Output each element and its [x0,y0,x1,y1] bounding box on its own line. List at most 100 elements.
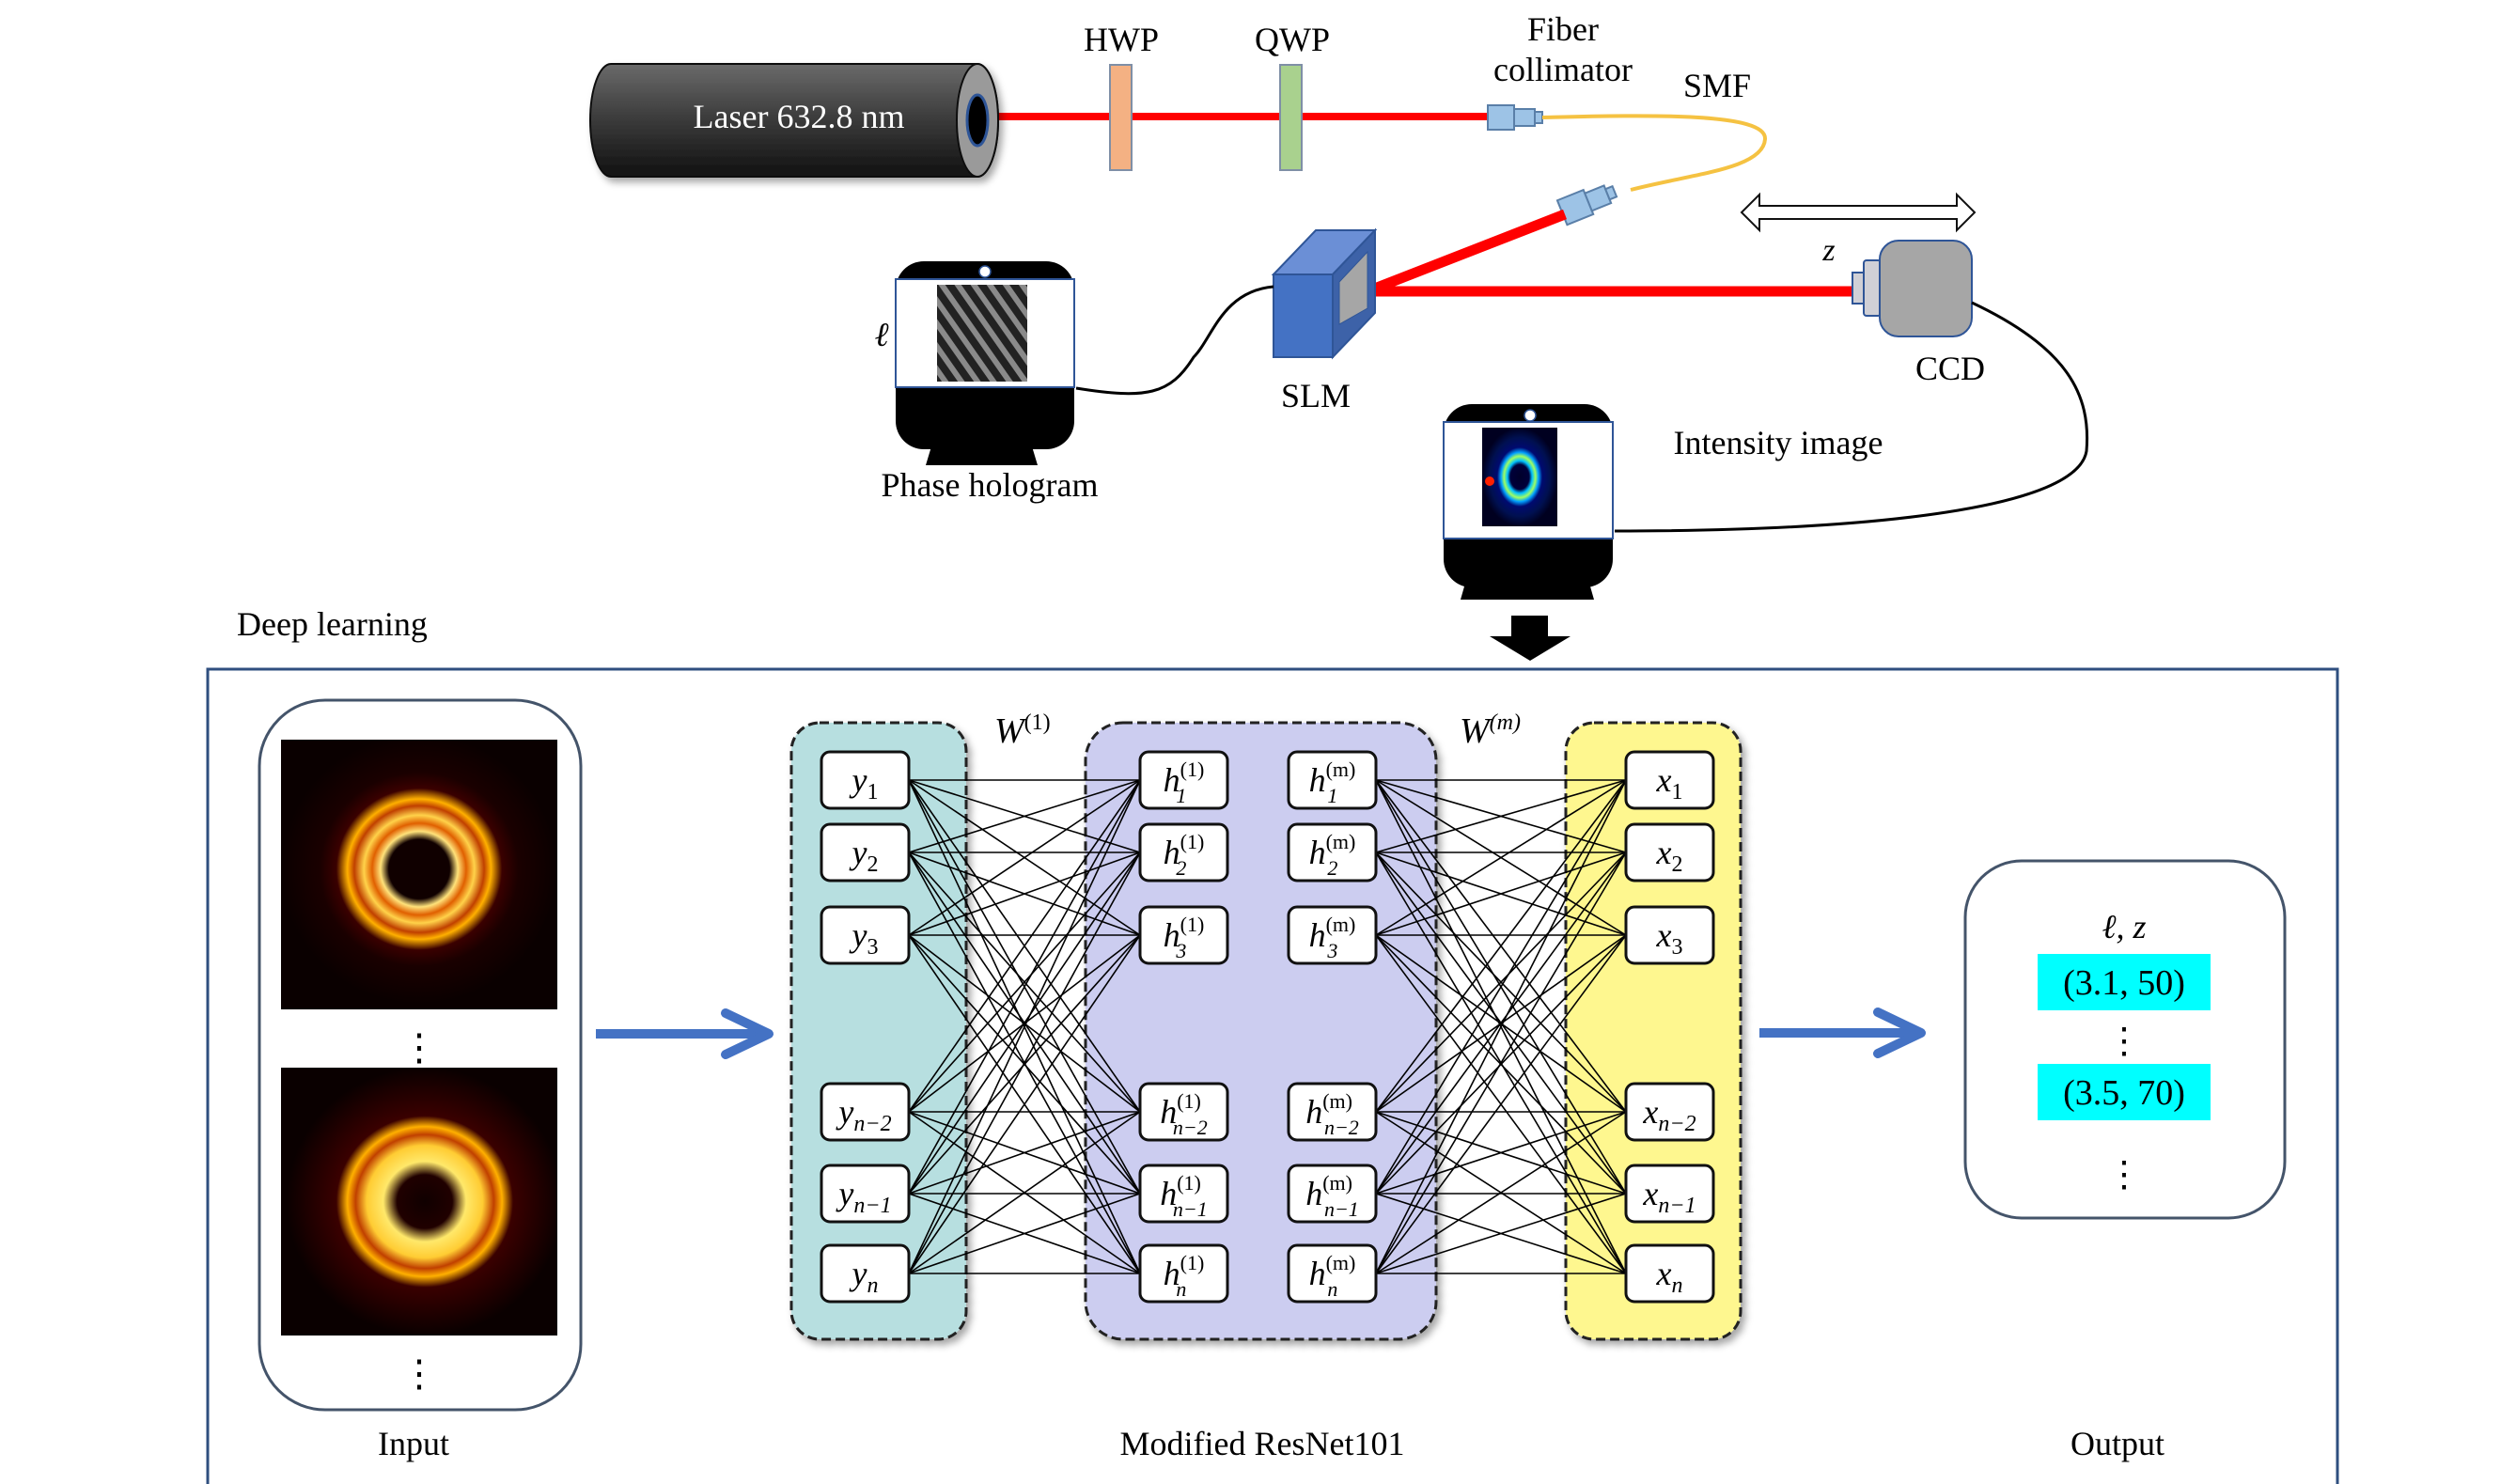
node-box [820,905,911,965]
connection-edge [908,1111,1141,1274]
input-panel: ⋮ ⋮ [258,698,583,1412]
node-label: x1 [1656,761,1683,804]
connection-edge [1375,934,1627,1274]
connection-edge [1375,1111,1627,1195]
hidden-last-node: h(m)1 [1287,750,1378,810]
slm-device [1271,227,1378,360]
input-node: y2 [820,822,911,883]
node-box [1287,1082,1378,1142]
hidden-first-node: h(1)3 [1138,905,1229,965]
output-node: xn−1 [1624,1164,1715,1224]
node-label: xn−1 [1642,1175,1696,1218]
node-box [1624,1082,1715,1142]
intensity-image [1482,428,1557,526]
intensity-image-label: Intensity image [1674,424,1883,461]
connection-edge [1375,851,1627,1274]
output-value-2: (3.5, 70) [2063,1073,2185,1113]
output-node: x2 [1624,822,1715,883]
node-label: h(1)n−1 [1160,1171,1208,1221]
connection-edge [908,779,1141,1113]
node-box [1138,1164,1229,1224]
hidden-last-node: h(m)3 [1287,905,1378,965]
input-ellipsis-2: ⋮ [400,1352,438,1395]
laser-label: Laser 632.8 nm [694,98,905,135]
node-box [820,822,911,883]
intensity-image-monitor [1443,404,1614,600]
output-value-1: (3.1, 50) [2063,963,2185,1003]
hidden-first-node: h(1)n−1 [1138,1164,1229,1224]
node-box [1138,1243,1229,1304]
phase-hologram-image [937,285,1027,382]
input-intensity-image-2 [281,1068,557,1336]
input-node: yn−1 [820,1164,911,1224]
fiber-collimator-label-line2: collimator [1493,51,1633,88]
node-label: h(1)n [1164,1251,1205,1301]
optical-setup: Laser 632.8 nm HWP QWP Fiber collimator … [589,10,2089,661]
node-label: xn [1656,1255,1683,1298]
node-box [1287,750,1378,810]
node-box [820,750,911,810]
weight-label-last: W(m) [1460,711,1521,751]
node-box [1287,822,1378,883]
output-node: x3 [1624,905,1715,965]
laser-source [589,63,999,178]
fiber-collimator-output-icon [1555,184,1618,227]
hidden-first-node: h(1)n [1138,1243,1229,1304]
node-box [1287,1243,1378,1304]
node-label: h(1)n−2 [1160,1089,1208,1139]
deep-learning-frame [206,667,2339,1484]
node-box [820,1082,911,1142]
hidden-first-node: h(1)2 [1138,822,1229,883]
hidden-last-node: h(m)n−1 [1287,1164,1378,1224]
input-node: y1 [820,750,911,810]
arrow-network-to-output-icon [1759,1008,1926,1058]
node-label: xn−2 [1642,1093,1696,1136]
ccd-label: CCD [1915,350,1985,387]
connection-edge [1375,1193,1627,1274]
qwp-label: QWP [1255,21,1330,58]
hwp-label: HWP [1084,21,1159,58]
input-node: yn [820,1243,911,1304]
output-value-highlight-2 [2038,1064,2211,1120]
ccd-cable [1614,301,2089,533]
input-node: yn−2 [820,1082,911,1142]
input-intensity-image-1 [281,740,557,1009]
weight-label-first: W(1) [994,711,1051,751]
network-connections [908,779,1627,1274]
connection-edge [908,779,1141,936]
node-label: h(1)1 [1164,758,1205,807]
node-label: y3 [850,916,879,960]
node-label: h(m)n [1309,1251,1356,1301]
node-box [1138,1082,1229,1142]
smf-label: SMF [1683,67,1751,104]
node-box [1138,905,1229,965]
hidden-last-node: h(m)n [1287,1243,1378,1304]
beam-to-slm [1370,209,1567,295]
fiber-collimator-icon [1487,104,1543,131]
single-mode-fiber [1541,114,1768,192]
connection-edge [908,1193,1141,1274]
connection-edge [1375,779,1627,1195]
connection-edge [1375,851,1627,1195]
input-ellipsis-1: ⋮ [400,1026,438,1069]
node-box [1624,750,1715,810]
input-node: y3 [820,905,911,965]
output-ellipsis-2: ⋮ [2106,1155,2142,1195]
output-label: Output [2071,1425,2164,1462]
node-label: h(m)3 [1309,913,1356,962]
node-box [1624,905,1715,965]
node-box [1138,822,1229,883]
ccd-camera [1852,240,1973,337]
hidden-layers-block [1084,721,1438,1341]
z-double-arrow-icon [1740,192,1977,233]
hidden-first-node: h(1)n−2 [1138,1082,1229,1142]
node-label: h(m)2 [1309,830,1356,880]
output-ellipsis-1: ⋮ [2106,1022,2142,1061]
connection-edge [908,779,1141,1274]
node-box [820,1243,911,1304]
network-label: Modified ResNet101 [1120,1425,1405,1462]
ell-label: ℓ [875,316,889,353]
hidden-first-node: h(1)1 [1138,750,1229,810]
connection-edge [908,851,1141,936]
node-label: y2 [850,834,879,877]
